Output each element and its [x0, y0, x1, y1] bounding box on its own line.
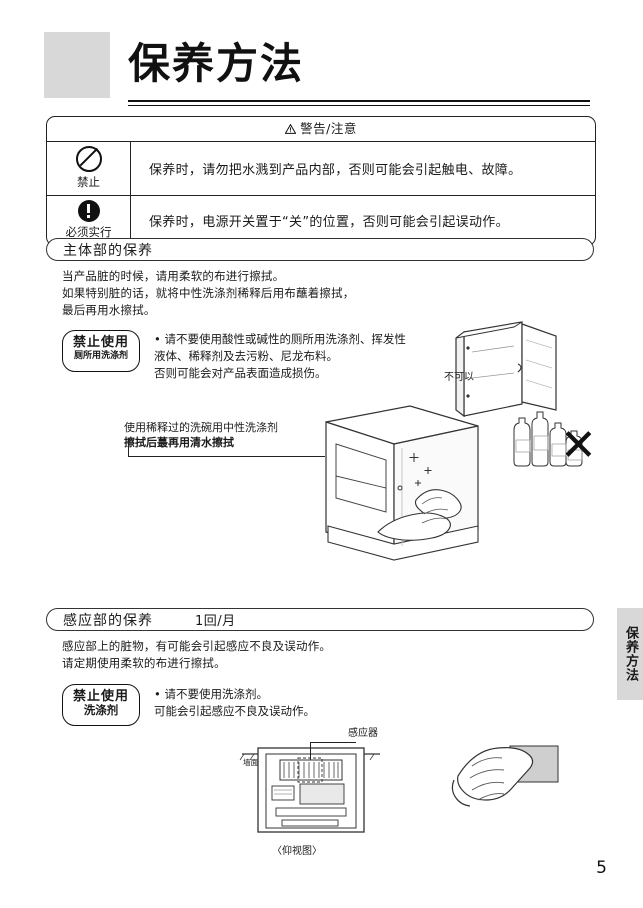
section-header-body-maintenance: 主体部的保养 — [46, 238, 594, 261]
figure-hand-with-cloth — [448, 740, 568, 834]
wipe-callout-line1: 使用稀释过的洗碗用中性洗涤剂 — [124, 421, 278, 434]
prohibit-badge-toilet-cleaner-line1: 禁止使用 — [72, 335, 129, 350]
figure-cabinet-wiping — [318, 392, 518, 576]
warning-row-prohibit: 禁止 保养时，请勿把水溅到产品内部，否则可能会引起触电、故障。 — [47, 142, 595, 196]
prohibit-badge-detergent-line2: 洗涤剂 — [83, 703, 119, 717]
warning-table: 警告/注意 禁止 保养时，请勿把水溅到产品内部，否则可能会引起触电、故障。 必须… — [46, 116, 596, 246]
figure-cabinet-open — [452, 318, 572, 432]
figure-caption-bottom-view: 〈仰视图〉 — [272, 846, 322, 857]
prohibit-badge-detergent: 禁止使用 洗涤剂 — [62, 684, 140, 726]
warning-triangle-icon — [284, 118, 297, 142]
figure-sensor-bottom-view — [236, 738, 386, 850]
body-maintenance-bullets: • 请不要使用酸性或碱性的厕所用洗涤剂、挥发性 液体、稀释剂及去污粉、尼龙布料。… — [154, 332, 406, 380]
title-rule-thin — [128, 105, 590, 106]
sensor-leader-line — [310, 742, 356, 743]
warning-table-header-text: 警告/注意 — [300, 121, 357, 136]
warning-row-mandatory-text: 保养时，电源开关置于“关”的位置，否则可能会引起误动作。 — [149, 215, 509, 230]
page-number: 5 — [596, 858, 607, 878]
section-header-sensor-maintenance: 感应部的保养 1回/月 — [46, 608, 594, 631]
title-rule-thick — [128, 100, 590, 102]
body-maintenance-paragraph: 当产品脏的时候，请用柔软的布进行擦拭。 如果特别脏的话，就将中性洗涤剂稀释后用布… — [62, 269, 355, 317]
figure-label-wall: 墙面 — [243, 758, 258, 767]
section-header-sensor-maintenance-title: 感应部的保养 — [63, 612, 153, 629]
figure-label-not-allowed: 不可以 — [444, 372, 474, 383]
prohibit-icon — [75, 146, 102, 172]
wipe-callout-line2: 擦拭后蕞再用清水擦拭 — [124, 436, 234, 449]
side-tab-label: 保养方法 — [623, 626, 638, 682]
title-decoration-square — [44, 32, 110, 98]
section-header-body-maintenance-title: 主体部的保养 — [63, 242, 153, 259]
wipe-callout: 使用稀释过的洗碗用中性洗涤剂 擦拭后蕞再用清水擦拭 — [124, 420, 334, 450]
warning-row-prohibit-icon-cell: 禁止 — [47, 142, 131, 195]
page-title: 保养方法 — [128, 39, 305, 88]
warning-row-mandatory: 必须实行 保养时，电源开关置于“关”的位置，否则可能会引起误动作。 — [47, 196, 595, 245]
prohibit-badge-toilet-cleaner: 禁止使用 厕所用洗涤剂 — [62, 330, 140, 372]
prohibit-badge-toilet-cleaner-line2: 厕所用洗涤剂 — [73, 351, 128, 361]
sensor-leader-line-vertical — [310, 742, 311, 760]
prohibit-icon-label: 禁止 — [77, 175, 100, 189]
wipe-callout-leader-line — [128, 438, 325, 457]
sensor-maintenance-bullets: • 请不要使用洗涤剂。 可能会引起感应不良及误动作。 — [154, 687, 315, 718]
section-header-sensor-frequency: 1回/月 — [195, 614, 236, 629]
warning-row-prohibit-text: 保养时，请勿把水溅到产品内部，否则可能会引起触电、故障。 — [149, 163, 522, 178]
warning-table-header: 警告/注意 — [47, 117, 595, 142]
warning-row-mandatory-icon-cell: 必须实行 — [47, 196, 131, 245]
cross-mark: ✕ — [560, 420, 597, 471]
mandatory-icon — [77, 200, 100, 222]
figure-label-sensor: 感应器 — [348, 728, 378, 739]
sensor-maintenance-paragraph: 感应部上的脏物，有可能会引起感应不良及误动作。 请定期使用柔软的布进行擦拭。 — [62, 639, 332, 670]
side-tab-maintenance: 保养方法 — [617, 608, 643, 700]
prohibit-badge-detergent-line1: 禁止使用 — [72, 689, 129, 704]
figure-cleaner-bottles — [508, 400, 588, 482]
mandatory-icon-label: 必须实行 — [65, 225, 112, 239]
